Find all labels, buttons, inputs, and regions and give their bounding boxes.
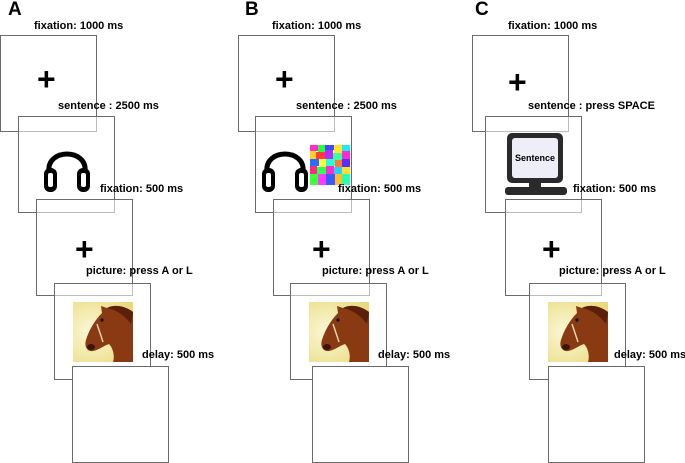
horse-picture bbox=[309, 302, 369, 362]
panel-label: B bbox=[245, 0, 259, 21]
step-label: delay: 500 ms bbox=[378, 349, 450, 361]
headphones-icon bbox=[260, 138, 310, 196]
panel-b: B fixation: 1000 ms + sentence : 2500 ms… bbox=[238, 0, 466, 462]
step-label: sentence : press SPACE bbox=[528, 100, 655, 112]
horse-picture bbox=[548, 302, 608, 362]
fixation-cross: + bbox=[75, 233, 94, 265]
step-label: picture: press A or L bbox=[86, 265, 193, 277]
monitor-text: Sentence bbox=[515, 153, 555, 163]
fixation-cross: + bbox=[275, 63, 294, 95]
panel-label: A bbox=[8, 0, 22, 21]
step-label: picture: press A or L bbox=[322, 265, 429, 277]
step-label: sentence : 2500 ms bbox=[58, 100, 159, 112]
step-label: fixation: 1000 ms bbox=[508, 20, 597, 32]
panel-a: A fixation: 1000 ms + sentence : 2500 ms… bbox=[0, 0, 228, 462]
scrambled-noise-image bbox=[310, 145, 350, 185]
step-label: sentence : 2500 ms bbox=[296, 100, 397, 112]
fixation-cross: + bbox=[508, 66, 527, 98]
delay-frame bbox=[72, 366, 169, 463]
panel-c: C fixation: 1000 ms + sentence : press S… bbox=[472, 0, 685, 462]
fixation-cross: + bbox=[542, 233, 561, 265]
fixation-cross: + bbox=[312, 233, 331, 265]
step-label: fixation: 1000 ms bbox=[34, 20, 123, 32]
step-label: fixation: 500 ms bbox=[338, 183, 421, 195]
step-label: fixation: 500 ms bbox=[573, 183, 656, 195]
step-label: picture: press A or L bbox=[559, 265, 666, 277]
monitor-icon: Sentence bbox=[505, 131, 569, 197]
headphones-icon bbox=[42, 138, 92, 196]
step-label: fixation: 500 ms bbox=[100, 183, 183, 195]
step-label: fixation: 1000 ms bbox=[272, 20, 361, 32]
delay-frame bbox=[548, 366, 645, 463]
delay-frame bbox=[312, 366, 409, 463]
panel-label: C bbox=[475, 0, 489, 21]
fixation-cross: + bbox=[37, 63, 56, 95]
step-label: delay: 500 ms bbox=[142, 349, 214, 361]
horse-picture bbox=[73, 302, 133, 362]
step-label: delay: 500 ms bbox=[614, 349, 685, 361]
